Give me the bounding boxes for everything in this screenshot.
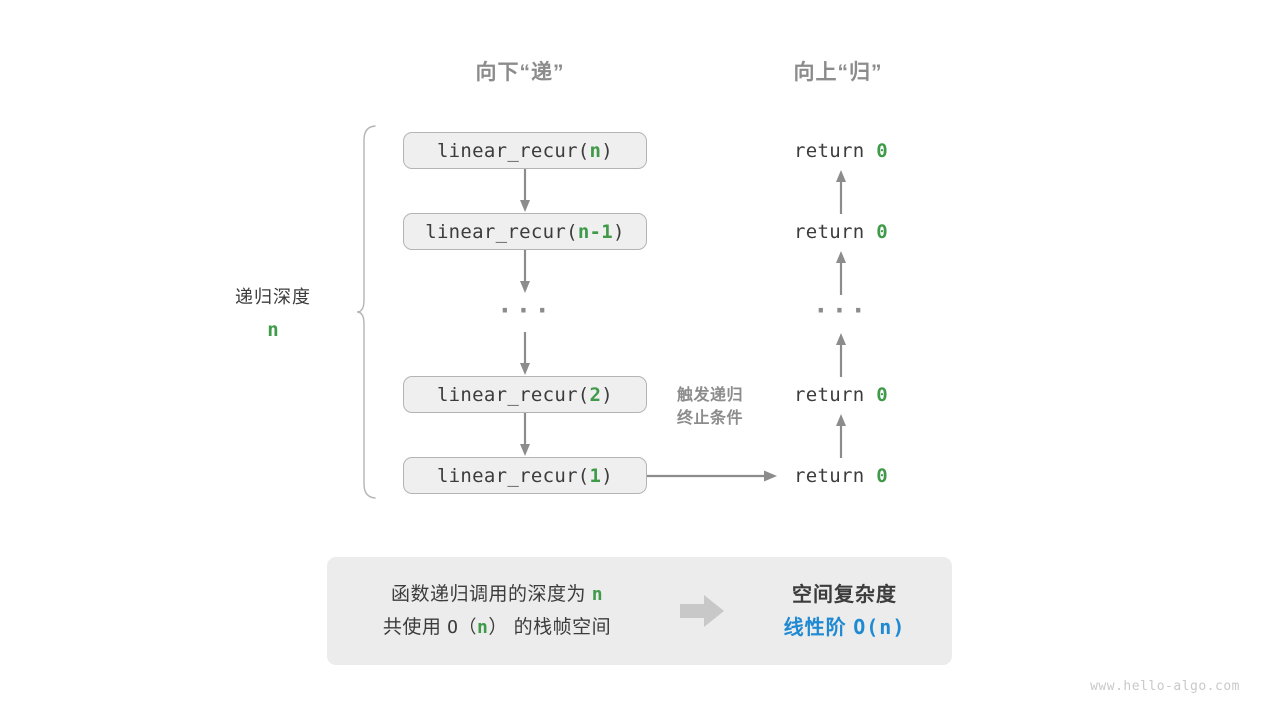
call-frame-box-3: linear_recur(2) bbox=[403, 376, 647, 413]
summary-conclusion: 空间复杂度 线性阶 O(n) bbox=[737, 579, 952, 644]
base-case-arrow bbox=[647, 470, 777, 482]
call-frame-code-2: linear_recur(n-1) bbox=[425, 220, 625, 243]
recursion-depth-label: 递归深度 bbox=[235, 287, 311, 307]
call-stack-ellipsis: ··· bbox=[497, 296, 553, 326]
return-label-1: return 0 bbox=[794, 140, 888, 162]
summary-panel: 函数递归调用的深度为 n 共使用 O（n） 的栈帧空间 空间复杂度 线性阶 O(… bbox=[327, 557, 952, 665]
up-arrow-2 bbox=[836, 251, 846, 295]
heading-descend: 向下“递” bbox=[475, 61, 565, 84]
summary-arrow-wrap bbox=[667, 594, 737, 628]
summary-conclusion-value: 线性阶 O(n) bbox=[783, 614, 906, 639]
return-label-2: return 0 bbox=[794, 221, 888, 243]
call-frame-box-1: linear_recur(n) bbox=[403, 132, 647, 169]
termination-condition-line1: 触发递归 bbox=[676, 387, 744, 404]
recursion-depth-annotation: 递归深度 n bbox=[235, 283, 311, 341]
watermark: www.hello-algo.com bbox=[1090, 679, 1240, 694]
up-arrow-1 bbox=[836, 170, 846, 214]
summary-line-1: 函数递归调用的深度为 n bbox=[390, 584, 604, 605]
return-label-4: return 0 bbox=[794, 465, 888, 487]
call-frame-box-2: linear_recur(n-1) bbox=[403, 213, 647, 250]
summary-line-2: 共使用 O（n） 的栈帧空间 bbox=[382, 617, 612, 638]
call-frame-code-3: linear_recur(2) bbox=[436, 383, 614, 406]
recursion-depth-brace bbox=[356, 125, 376, 499]
down-arrow-2 bbox=[520, 250, 530, 293]
call-frame-code-1: linear_recur(n) bbox=[436, 139, 614, 162]
termination-condition-annotation: 触发递归 终止条件 bbox=[677, 384, 743, 430]
recursion-depth-value: n bbox=[267, 319, 279, 341]
heading-ascend: 向上“归” bbox=[793, 61, 883, 84]
down-arrow-4 bbox=[520, 413, 530, 456]
down-arrow-3 bbox=[520, 332, 530, 375]
return-stack-ellipsis: ··· bbox=[813, 296, 869, 326]
up-arrow-4 bbox=[836, 414, 846, 458]
termination-condition-line2: 终止条件 bbox=[676, 410, 744, 427]
call-frame-box-4: linear_recur(1) bbox=[403, 457, 647, 494]
return-label-3: return 0 bbox=[794, 384, 888, 406]
down-arrow-1 bbox=[520, 169, 530, 212]
call-frame-code-4: linear_recur(1) bbox=[436, 464, 614, 487]
summary-conclusion-title: 空间复杂度 bbox=[792, 583, 897, 606]
summary-description: 函数递归调用的深度为 n 共使用 O（n） 的栈帧空间 bbox=[327, 578, 667, 644]
up-arrow-3 bbox=[836, 333, 846, 377]
right-block-arrow-icon bbox=[680, 595, 724, 627]
